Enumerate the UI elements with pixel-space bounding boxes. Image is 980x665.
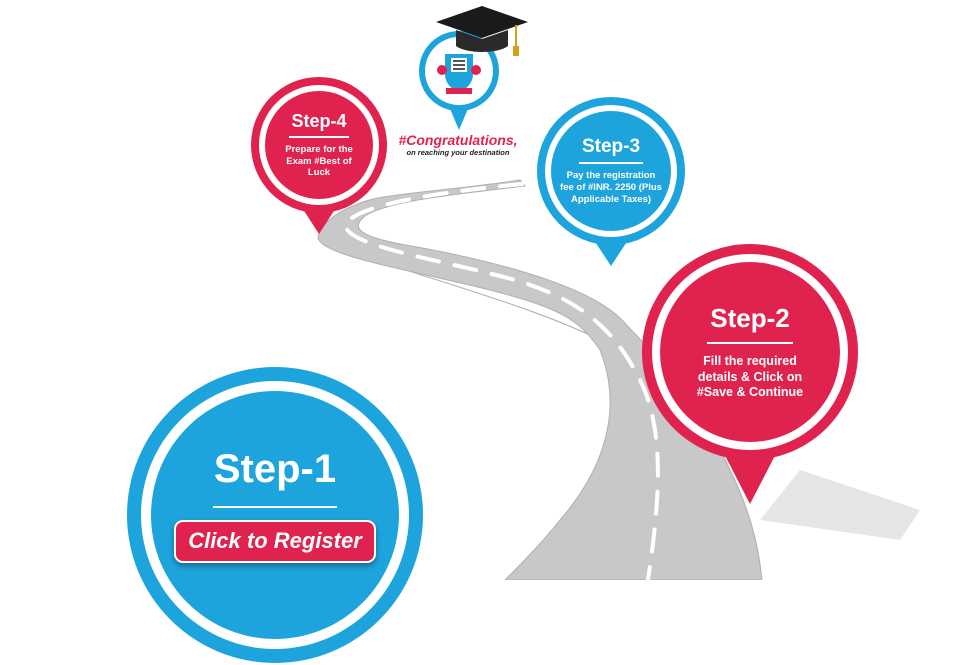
step-2-description: Fill the required details & Click on #Sa… xyxy=(696,354,804,400)
road-shadow xyxy=(760,470,920,540)
step-3-divider xyxy=(579,162,643,165)
lane-marking xyxy=(342,182,660,580)
step-4-title: Step-4 xyxy=(291,110,347,131)
congratulations-banner: #Congratulations, on reaching your desti… xyxy=(378,132,538,157)
congratulations-title: #Congratulations, xyxy=(398,132,518,148)
step-1-title: Step-1 xyxy=(213,447,337,491)
step-2-title: Step-2 xyxy=(710,303,790,334)
road xyxy=(317,179,763,580)
step-1-divider xyxy=(213,506,337,508)
step-1-pin: Step-1 Click to Register xyxy=(125,365,425,665)
step-3-title: Step-3 xyxy=(581,136,641,158)
road-illustration xyxy=(317,179,920,580)
step-4-pin: Step-4 Prepare for the Exam #Best of Luc… xyxy=(250,76,388,234)
graduation-cap-icon xyxy=(436,6,528,56)
step-3-pin: Step-3 Pay the registration fee of #INR.… xyxy=(536,96,686,266)
step-3-description: Pay the registration fee of #INR. 2250 (… xyxy=(560,170,662,205)
congratulations-subtitle: on reaching your destination xyxy=(406,148,510,157)
step-2-pin: Step-2 Fill the required details & Click… xyxy=(640,242,860,504)
step-2-divider xyxy=(707,342,793,345)
step-4-divider xyxy=(289,135,349,138)
click-to-register-button[interactable]: Click to Register xyxy=(174,520,376,563)
step-4-description: Prepare for the Exam #Best of Luck xyxy=(285,143,353,179)
